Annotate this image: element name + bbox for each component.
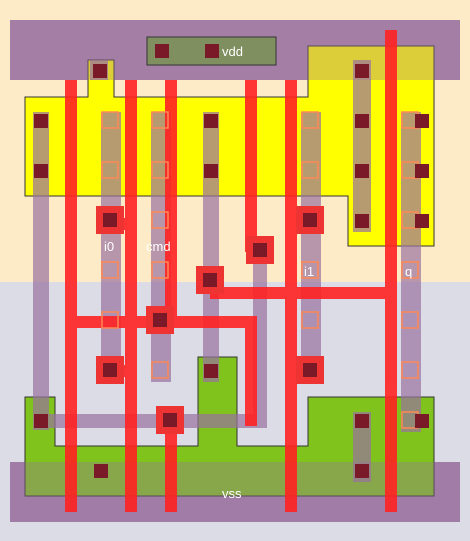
open-contact — [151, 211, 169, 229]
open-contact — [301, 261, 319, 279]
metal1-strip — [101, 112, 121, 382]
contact — [153, 313, 167, 327]
metal1-strip — [401, 112, 421, 432]
open-contact — [101, 161, 119, 179]
contact — [94, 464, 108, 478]
open-contact — [151, 361, 169, 379]
open-contact — [101, 261, 119, 279]
open-contact — [101, 111, 119, 129]
open-contact — [151, 161, 169, 179]
contact — [355, 464, 369, 478]
metal1-strip — [203, 112, 219, 382]
open-contact — [401, 361, 419, 379]
contact — [203, 273, 217, 287]
contact — [253, 243, 267, 257]
contact — [103, 213, 117, 227]
open-contact — [401, 311, 419, 329]
contact — [34, 114, 48, 128]
poly-line — [385, 30, 397, 512]
contact — [355, 214, 369, 228]
contact — [93, 64, 107, 78]
contact — [415, 114, 429, 128]
contact — [415, 164, 429, 178]
cmd-label: cmd — [146, 239, 171, 254]
open-contact — [151, 261, 169, 279]
contact — [204, 164, 218, 178]
contact — [155, 44, 169, 58]
open-contact — [301, 311, 319, 329]
contact — [103, 363, 117, 377]
contacts — [34, 44, 429, 478]
contact — [355, 64, 369, 78]
contact — [415, 414, 429, 428]
open-contact — [151, 111, 169, 129]
poly-hbar — [210, 287, 397, 299]
poly-line — [165, 80, 177, 324]
contact — [355, 414, 369, 428]
contact — [415, 214, 429, 228]
open-contact — [301, 111, 319, 129]
contact — [163, 413, 177, 427]
poly-line — [165, 420, 177, 512]
metal1-strip — [301, 112, 321, 382]
open-contact — [301, 161, 319, 179]
poly-line — [125, 80, 137, 512]
poly-line — [245, 80, 257, 252]
vss-label: vss — [222, 486, 242, 501]
vdd-label: vdd — [222, 44, 243, 59]
poly-line — [245, 316, 257, 426]
open-contact — [101, 311, 119, 329]
contact — [303, 213, 317, 227]
open-contact — [401, 261, 419, 279]
metal1-strip — [33, 112, 49, 430]
contact — [205, 44, 219, 58]
metal1-hbar — [33, 414, 267, 428]
contact — [355, 114, 369, 128]
contact — [204, 114, 218, 128]
contact — [204, 364, 218, 378]
i0-label: i0 — [104, 239, 114, 254]
contact — [34, 164, 48, 178]
contact — [303, 363, 317, 377]
contact — [34, 414, 48, 428]
metal1-strip — [353, 60, 371, 232]
contact — [355, 164, 369, 178]
q-label: q — [405, 264, 412, 279]
poly-line — [65, 80, 77, 512]
i1-label: i1 — [304, 264, 314, 279]
